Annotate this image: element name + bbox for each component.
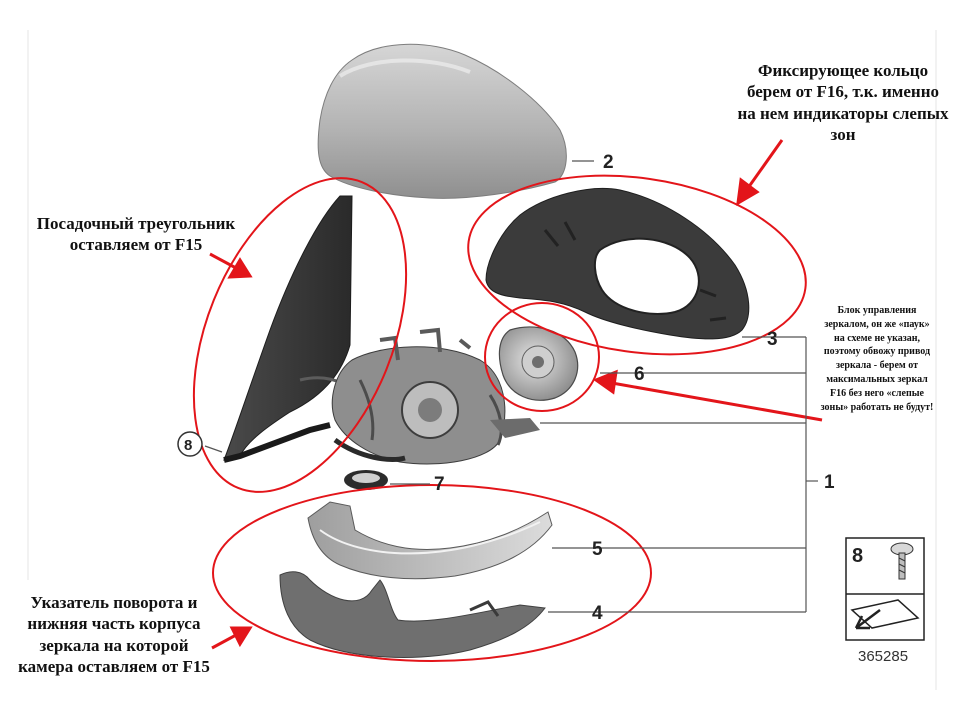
callout-7: 7 [434, 474, 445, 495]
part-fixing-ring [485, 187, 750, 340]
arrow-triangle [209, 252, 253, 279]
part-mirror-cap [317, 43, 567, 199]
screw-icon [890, 542, 914, 580]
leader-lines [204, 160, 818, 613]
legend-number: 8 [852, 545, 863, 567]
part-turn-signal [307, 501, 553, 580]
callout-4: 4 [592, 603, 603, 624]
part-small-disc [344, 470, 388, 490]
arrow-plate-icon [850, 599, 920, 630]
annotation-fixing-ring: Фиксирующее кольцо берем от F16, т.к. им… [737, 61, 949, 144]
highlight-actuator-ellipse [484, 302, 600, 412]
legend-box: 8 [845, 537, 925, 641]
callout-2: 2 [603, 152, 614, 173]
highlight-triangle-ellipse [192, 177, 408, 493]
reference-number: 365285 [858, 648, 909, 665]
annotation-triangle: Посадочный треугольник оставляем от F15 [36, 214, 236, 255]
part-mirror-actuator [498, 326, 579, 401]
callout-5: 5 [592, 539, 603, 560]
highlight-ellipses [192, 174, 807, 662]
callout-8: 8 [184, 437, 192, 454]
arrow-lower [211, 626, 253, 650]
annotation-turn-signal: Указатель поворота и нижняя часть корпус… [18, 593, 210, 676]
highlight-lower-ellipse [212, 484, 652, 662]
arrow-actuator [592, 369, 823, 422]
arrow-ring [736, 139, 784, 206]
callout-1: 1 [824, 472, 835, 493]
highlight-arrows [209, 139, 823, 650]
callout-3: 3 [767, 329, 778, 350]
annotation-control-unit: Блок управления зеркалом, он же «паук» н… [820, 305, 934, 413]
part-lower-housing [279, 571, 546, 658]
callout-6: 6 [634, 364, 645, 385]
highlight-ring-ellipse [467, 174, 807, 356]
callout-8-circle [177, 431, 203, 457]
